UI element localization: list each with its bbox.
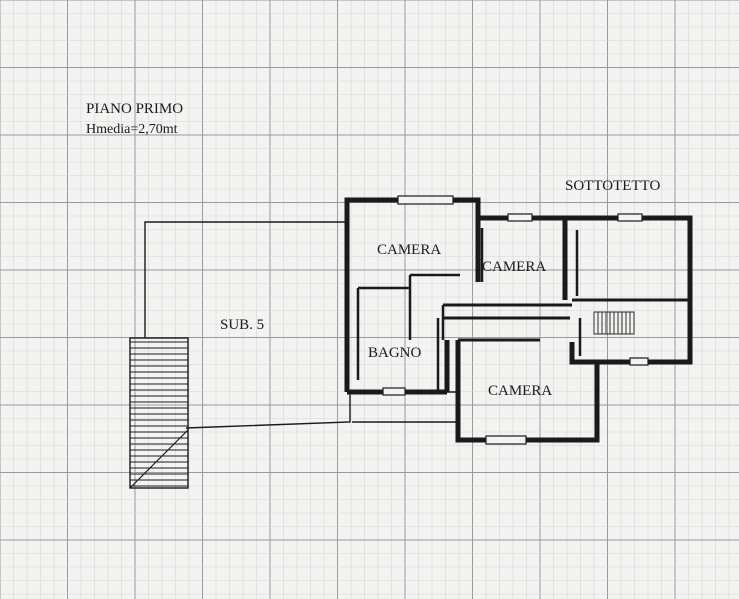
window-marks — [382, 195, 649, 445]
room-label-sottotetto: SOTTOTETTO — [565, 178, 660, 194]
internal-staircase — [593, 311, 635, 335]
area-label-sub-5: SUB. 5 — [220, 317, 264, 333]
room-label-camera-1: CAMERA — [377, 242, 441, 258]
room-label-camera-3: CAMERA — [488, 383, 552, 399]
room-label-bagno: BAGNO — [368, 345, 422, 361]
interior-partitions — [356, 228, 582, 392]
building-walls — [344, 197, 693, 443]
external-staircase — [129, 337, 189, 489]
plan-title: PIANO PRIMO — [86, 101, 183, 117]
room-label-camera-2: CAMERA — [482, 259, 546, 275]
average-height-note: Hmedia=2,70mt — [86, 122, 178, 137]
